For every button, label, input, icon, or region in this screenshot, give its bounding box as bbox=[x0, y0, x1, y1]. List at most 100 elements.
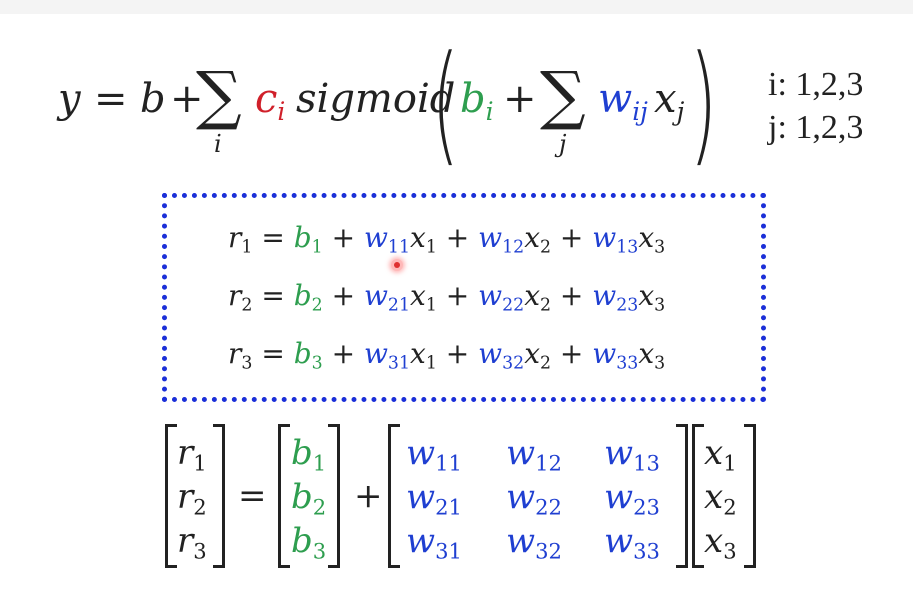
equations-box bbox=[162, 193, 766, 402]
eq-x1-sub: 1 bbox=[425, 353, 437, 374]
eq-r-sub: 3 bbox=[241, 353, 253, 374]
w-matrix-entry-sub: 33 bbox=[633, 538, 660, 564]
eq-w1-sub: 21 bbox=[387, 295, 411, 316]
w-matrix-cell-3-1: w31 bbox=[406, 524, 462, 562]
eq-x2: x2 bbox=[524, 221, 552, 258]
eq-w1: w21 bbox=[363, 279, 411, 316]
eq-w2: w32 bbox=[478, 337, 525, 374]
eq-w1-sub: 11 bbox=[387, 237, 411, 258]
w-matrix-entry: w33 bbox=[604, 521, 660, 564]
eq-w1: w11 bbox=[363, 221, 411, 258]
formula-sigmoid: sigmoid bbox=[296, 76, 456, 122]
eq-w2: w22 bbox=[478, 279, 525, 316]
eq-w2-sub: 12 bbox=[502, 237, 525, 258]
x-vector-entry-sub: 1 bbox=[723, 450, 737, 476]
eq-w3: w33 bbox=[592, 337, 639, 374]
x-vector-entry: x1 bbox=[704, 433, 737, 476]
equation-row-1: r1 = b1 + w11x1 + w12x2 + w13x3 bbox=[228, 221, 666, 258]
formula-c: ci bbox=[255, 76, 286, 126]
b-vector-entry-sub: 3 bbox=[312, 538, 327, 564]
matrix-equals: = bbox=[238, 476, 267, 516]
x-vector-cell-3: x3 bbox=[704, 524, 737, 562]
w-matrix-cell-1-3: w13 bbox=[604, 436, 660, 474]
eq-x2: x2 bbox=[524, 337, 552, 374]
w-matrix-cell-1-1: w11 bbox=[406, 436, 462, 474]
r-vector-entry: r1 bbox=[177, 433, 207, 476]
eq-x3: x3 bbox=[638, 221, 666, 258]
eq-r-sub: 2 bbox=[241, 295, 253, 316]
b-vector-cell-3: b3 bbox=[291, 524, 326, 562]
w-matrix-entry-sub: 32 bbox=[535, 538, 562, 564]
w-matrix-entry-sub: 13 bbox=[633, 450, 660, 476]
b-vector-entry-sub: 2 bbox=[312, 494, 327, 520]
eq-r: r1 bbox=[228, 221, 253, 258]
eq-w2-sub: 22 bbox=[502, 295, 525, 316]
formula-x-j: xj bbox=[654, 76, 685, 126]
formula-plus-1: + bbox=[170, 76, 204, 122]
b-vector-cell-2: b2 bbox=[291, 480, 326, 518]
x-vector-left-bracket bbox=[692, 424, 704, 568]
b-vector-entry: b1 bbox=[291, 433, 327, 476]
w-matrix-entry-sub: 22 bbox=[535, 494, 562, 520]
w-matrix-entry-sub: 23 bbox=[633, 494, 660, 520]
formula-b-i: bi bbox=[460, 76, 494, 126]
eq-x1: x1 bbox=[410, 279, 437, 316]
r-vector-entry-sub: 2 bbox=[193, 494, 207, 520]
eq-x3: x3 bbox=[638, 279, 666, 316]
eq-w2: w12 bbox=[478, 221, 525, 258]
formula-w-ij: wij bbox=[598, 76, 648, 126]
top-strip bbox=[0, 0, 913, 14]
eq-x3-sub: 3 bbox=[654, 237, 666, 258]
range-i: i: 1,2,3 bbox=[768, 66, 864, 103]
w-matrix-cell-2-1: w21 bbox=[406, 480, 462, 518]
formula-equals: = bbox=[94, 76, 128, 122]
eq-x3-sub: 3 bbox=[654, 295, 666, 316]
matrix-plus: + bbox=[354, 476, 383, 516]
eq-w3-sub: 33 bbox=[616, 353, 639, 374]
formula-y: y bbox=[58, 76, 81, 122]
eq-w1-sub: 31 bbox=[387, 353, 411, 374]
eq-w3-sub: 23 bbox=[616, 295, 639, 316]
eq-r: r3 bbox=[228, 337, 253, 374]
eq-b-sub: 1 bbox=[311, 237, 323, 258]
w-matrix-cell-3-2: w32 bbox=[506, 524, 562, 562]
eq-b-sub: 3 bbox=[311, 353, 323, 374]
eq-x2-sub: 2 bbox=[539, 295, 552, 316]
eq-w3: w13 bbox=[592, 221, 639, 258]
eq-r-sub: 1 bbox=[241, 237, 253, 258]
eq-x2-sub: 2 bbox=[539, 353, 552, 374]
index-ranges: i: 1,2,3 j: 1,2,3 bbox=[768, 64, 863, 149]
sum-index-j: j bbox=[559, 130, 567, 158]
w-matrix-entry: w21 bbox=[406, 477, 462, 520]
right-paren: ) bbox=[689, 27, 718, 179]
b-vector-left-bracket bbox=[278, 424, 290, 568]
w-matrix-entry: w32 bbox=[506, 521, 562, 564]
w-matrix-entry: w22 bbox=[506, 477, 562, 520]
x-vector-right-bracket bbox=[744, 424, 756, 568]
eq-b: b3 bbox=[293, 337, 323, 374]
w-matrix-left-bracket bbox=[388, 424, 400, 568]
w-matrix-entry-sub: 11 bbox=[435, 450, 462, 476]
equation-row-3: r3 = b3 + w31x1 + w32x2 + w33x3 bbox=[228, 337, 666, 374]
r-vector-entry: r3 bbox=[177, 521, 207, 564]
equation-row-2: r2 = b2 + w21x1 + w22x2 + w23x3 bbox=[228, 279, 666, 316]
w-matrix-entry: w13 bbox=[604, 433, 660, 476]
eq-w3: w23 bbox=[592, 279, 639, 316]
b-vector-entry: b3 bbox=[291, 521, 327, 564]
w-matrix-cell-1-2: w12 bbox=[506, 436, 562, 474]
sum-symbol-i: ∑ bbox=[196, 59, 242, 133]
w-matrix-entry-sub: 21 bbox=[435, 494, 462, 520]
eq-x1-sub: 1 bbox=[425, 295, 437, 316]
eq-x2: x2 bbox=[524, 279, 552, 316]
x-vector-entry: x2 bbox=[704, 477, 737, 520]
b-vector-entry: b2 bbox=[291, 477, 327, 520]
w-matrix-entry: w12 bbox=[506, 433, 562, 476]
r-vector-cell-3: r3 bbox=[177, 524, 207, 562]
b-vector-cell-1: b1 bbox=[291, 436, 326, 474]
x-vector-entry-sub: 2 bbox=[723, 494, 737, 520]
formula-b: b bbox=[140, 76, 166, 122]
w-matrix-cell-2-2: w22 bbox=[506, 480, 562, 518]
left-paren: ( bbox=[431, 27, 460, 179]
x-vector-cell-2: x2 bbox=[704, 480, 737, 518]
eq-x1: x1 bbox=[410, 221, 437, 258]
